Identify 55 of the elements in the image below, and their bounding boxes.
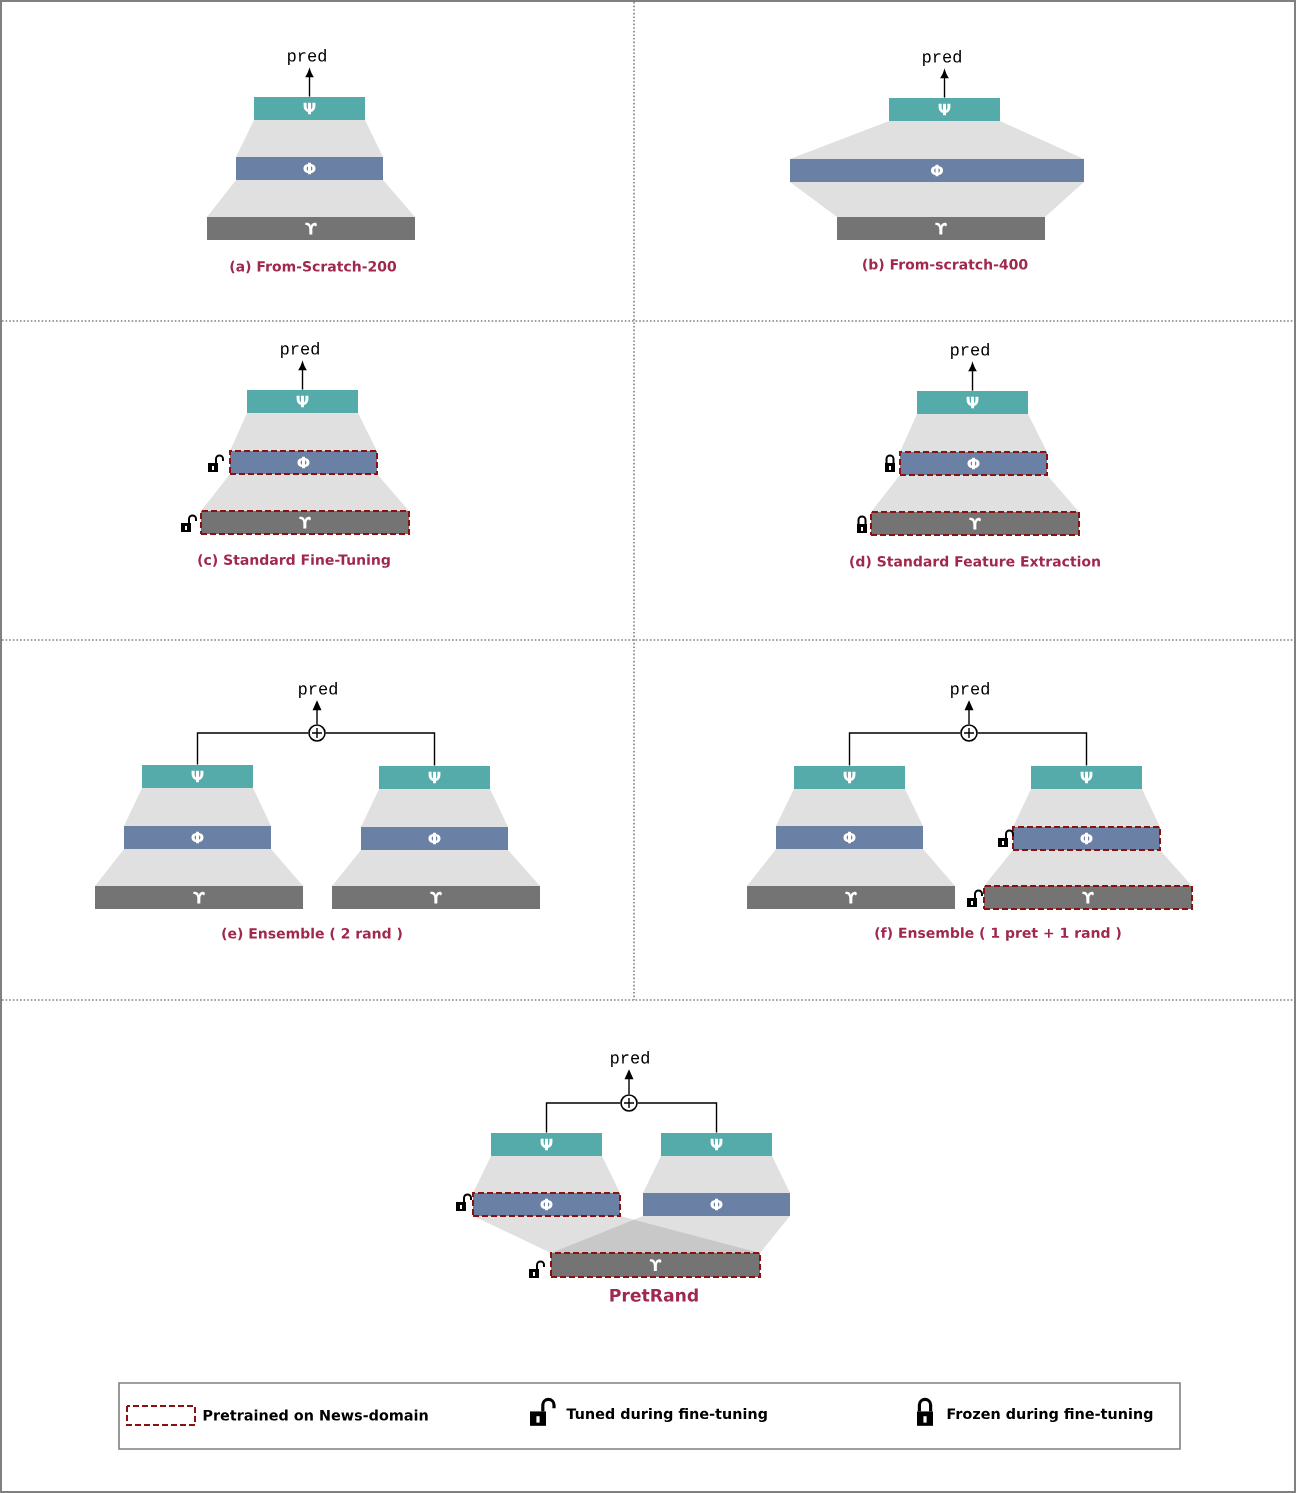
layer-box: Ψ [794,766,905,789]
layer-box: Φ [643,1193,790,1216]
layer-box: Ψ [247,390,358,413]
arrow [305,69,314,98]
panel-caption: (f) Ensemble ( 1 pret + 1 rand ) [875,927,1121,941]
sum-symbol [308,724,326,742]
layer-box: ϒ [837,217,1045,240]
arrow [298,362,307,391]
arrow [312,700,322,725]
layer-box: ϒ [207,217,415,240]
output-label: pred [951,682,989,698]
arrow [964,700,974,725]
layer-box: ϒ [200,510,410,535]
layer-box: ϒ [332,886,540,909]
layer-box: Φ [229,450,378,475]
layer-box: Ψ [661,1133,772,1156]
legend-text: Tuned during fine-tuning [566,1408,767,1423]
layer-box: Φ [790,159,1084,182]
layer-box: Φ [899,451,1048,476]
sum-symbol [960,724,978,742]
layer-box: Ψ [254,97,365,120]
layer-box: Ψ [889,98,1000,121]
panel-caption: (e) Ensemble ( 2 rand ) [222,927,402,941]
output-label: pred [923,50,961,66]
layer-box: ϒ [983,885,1193,910]
layer-box: Φ [124,826,271,849]
layer-box: Ψ [491,1133,602,1156]
output-label: pred [611,1051,649,1067]
legend-text: Frozen during fine-tuning [947,1408,1153,1423]
layer-box: Ψ [917,391,1028,414]
layer-box: Ψ [379,766,490,789]
panel-caption: (c) Standard Fine-Tuning [198,554,390,568]
output-label: pred [951,343,989,359]
output-label: pred [281,342,319,358]
layer-box: Φ [1012,826,1161,851]
panel-caption: (d) Standard Feature Extraction [850,555,1100,569]
layer-box: Φ [361,827,508,850]
layer-box: Ψ [1031,766,1142,789]
output-label: pred [299,682,337,698]
layer-box: Ψ [142,765,253,788]
panel-caption: (b) From-scratch-400 [863,258,1028,272]
layer-box: ϒ [95,886,303,909]
sum-symbol [620,1094,638,1112]
arrow [940,70,949,99]
layer-box: ϒ [550,1252,761,1278]
arrow [968,363,977,392]
layer-box: Φ [776,826,923,849]
layer-box: ϒ [870,511,1080,536]
arrow [624,1069,634,1095]
panel-caption: (a) From-Scratch-200 [230,260,397,274]
legend-text: Pretrained on News-domain [203,1409,428,1421]
layer-box: Φ [472,1192,621,1217]
layer-box: ϒ [747,886,955,909]
output-label: pred [288,49,326,65]
layer-box: Φ [236,157,383,180]
